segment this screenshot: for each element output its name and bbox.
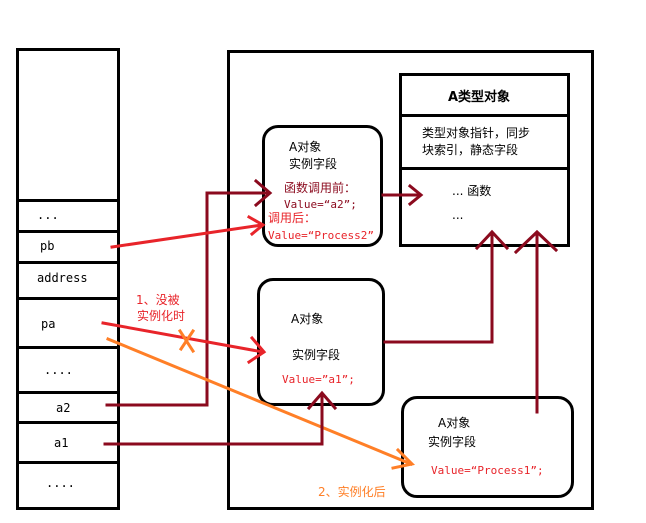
stack-frame — [16, 48, 120, 510]
type-object-box — [399, 73, 570, 247]
type-object-methods-line2: ... — [452, 208, 464, 222]
object-process1-title: A对象 — [438, 416, 471, 430]
stack-divider — [16, 297, 120, 300]
stack-divider — [16, 261, 120, 264]
type-object-divider — [399, 114, 570, 117]
annotation-after-instantiation: 2、实例化后 — [318, 485, 386, 499]
arrow-a1-to-object — [103, 392, 324, 446]
object-a2-title: A对象 — [289, 140, 322, 154]
object-a1-fields-label: 实例字段 — [292, 348, 341, 362]
object-process1-fields-label: 实例字段 — [428, 435, 477, 449]
object-a1-value: Value=”a1”; — [282, 373, 355, 386]
stack-slot-pb: pb — [40, 239, 55, 253]
stack-divider — [16, 391, 120, 394]
object-a1-box — [257, 278, 385, 406]
type-object-divider — [399, 167, 570, 170]
arrow-a2-to-object — [105, 191, 270, 407]
object-a2-after-value: Value=“Process2” — [268, 229, 374, 242]
arrowhead-a1 — [306, 390, 338, 411]
arrowhead-type-a1 — [474, 229, 510, 251]
stack-divider — [16, 230, 120, 233]
arrow-pb-to-object-a2 — [110, 223, 264, 249]
stack-slot-a2: a2 — [56, 401, 71, 415]
arrowhead-a2 — [253, 178, 273, 208]
type-object-header-line2: 块索引，静态字段 — [422, 143, 519, 157]
arrowhead-process1 — [391, 447, 416, 470]
stack-slot-a1: a1 — [54, 436, 69, 450]
arrow-object-a1-to-type — [383, 231, 494, 344]
object-process1-box — [401, 396, 574, 498]
cross-mark — [178, 328, 196, 352]
object-a2-fields-label: 实例字段 — [289, 157, 338, 171]
annotation-not-instantiated-line2: 实例化时 — [137, 309, 186, 323]
type-object-title: A类型对象 — [448, 90, 511, 105]
annotation-not-instantiated-line1: 1、没被 — [136, 293, 180, 307]
stack-divider — [16, 346, 120, 349]
stack-divider — [16, 461, 120, 464]
object-a1-title: A对象 — [291, 312, 324, 326]
arrow-pa-to-process1 — [106, 337, 413, 466]
type-object-header-line1: 类型对象指针，同步 — [422, 126, 531, 140]
stack-slot-label: .... — [44, 363, 73, 377]
object-a2-before-value: Value=“a2”; — [284, 198, 357, 211]
arrowhead-type-methods — [407, 183, 424, 207]
type-object-methods-line1: ... 函数 — [452, 184, 492, 198]
arrowhead-type-process1 — [513, 229, 559, 255]
object-process1-value: Value=“Process1”; — [431, 464, 544, 477]
stack-slot-label: .... — [46, 476, 75, 490]
heap-frame — [227, 50, 594, 510]
stack-slot-label: ... — [37, 208, 59, 222]
stack-slot-pa: pa — [41, 317, 56, 331]
object-a2-before-label: 函数调用前： — [284, 181, 357, 195]
stack-slot-address: address — [37, 271, 88, 285]
arrowhead-pb — [246, 214, 266, 237]
object-a2-after-label: 调用后： — [268, 211, 317, 225]
stack-divider — [16, 199, 120, 202]
stack-divider — [16, 421, 120, 424]
arrowhead-pa — [246, 335, 267, 365]
